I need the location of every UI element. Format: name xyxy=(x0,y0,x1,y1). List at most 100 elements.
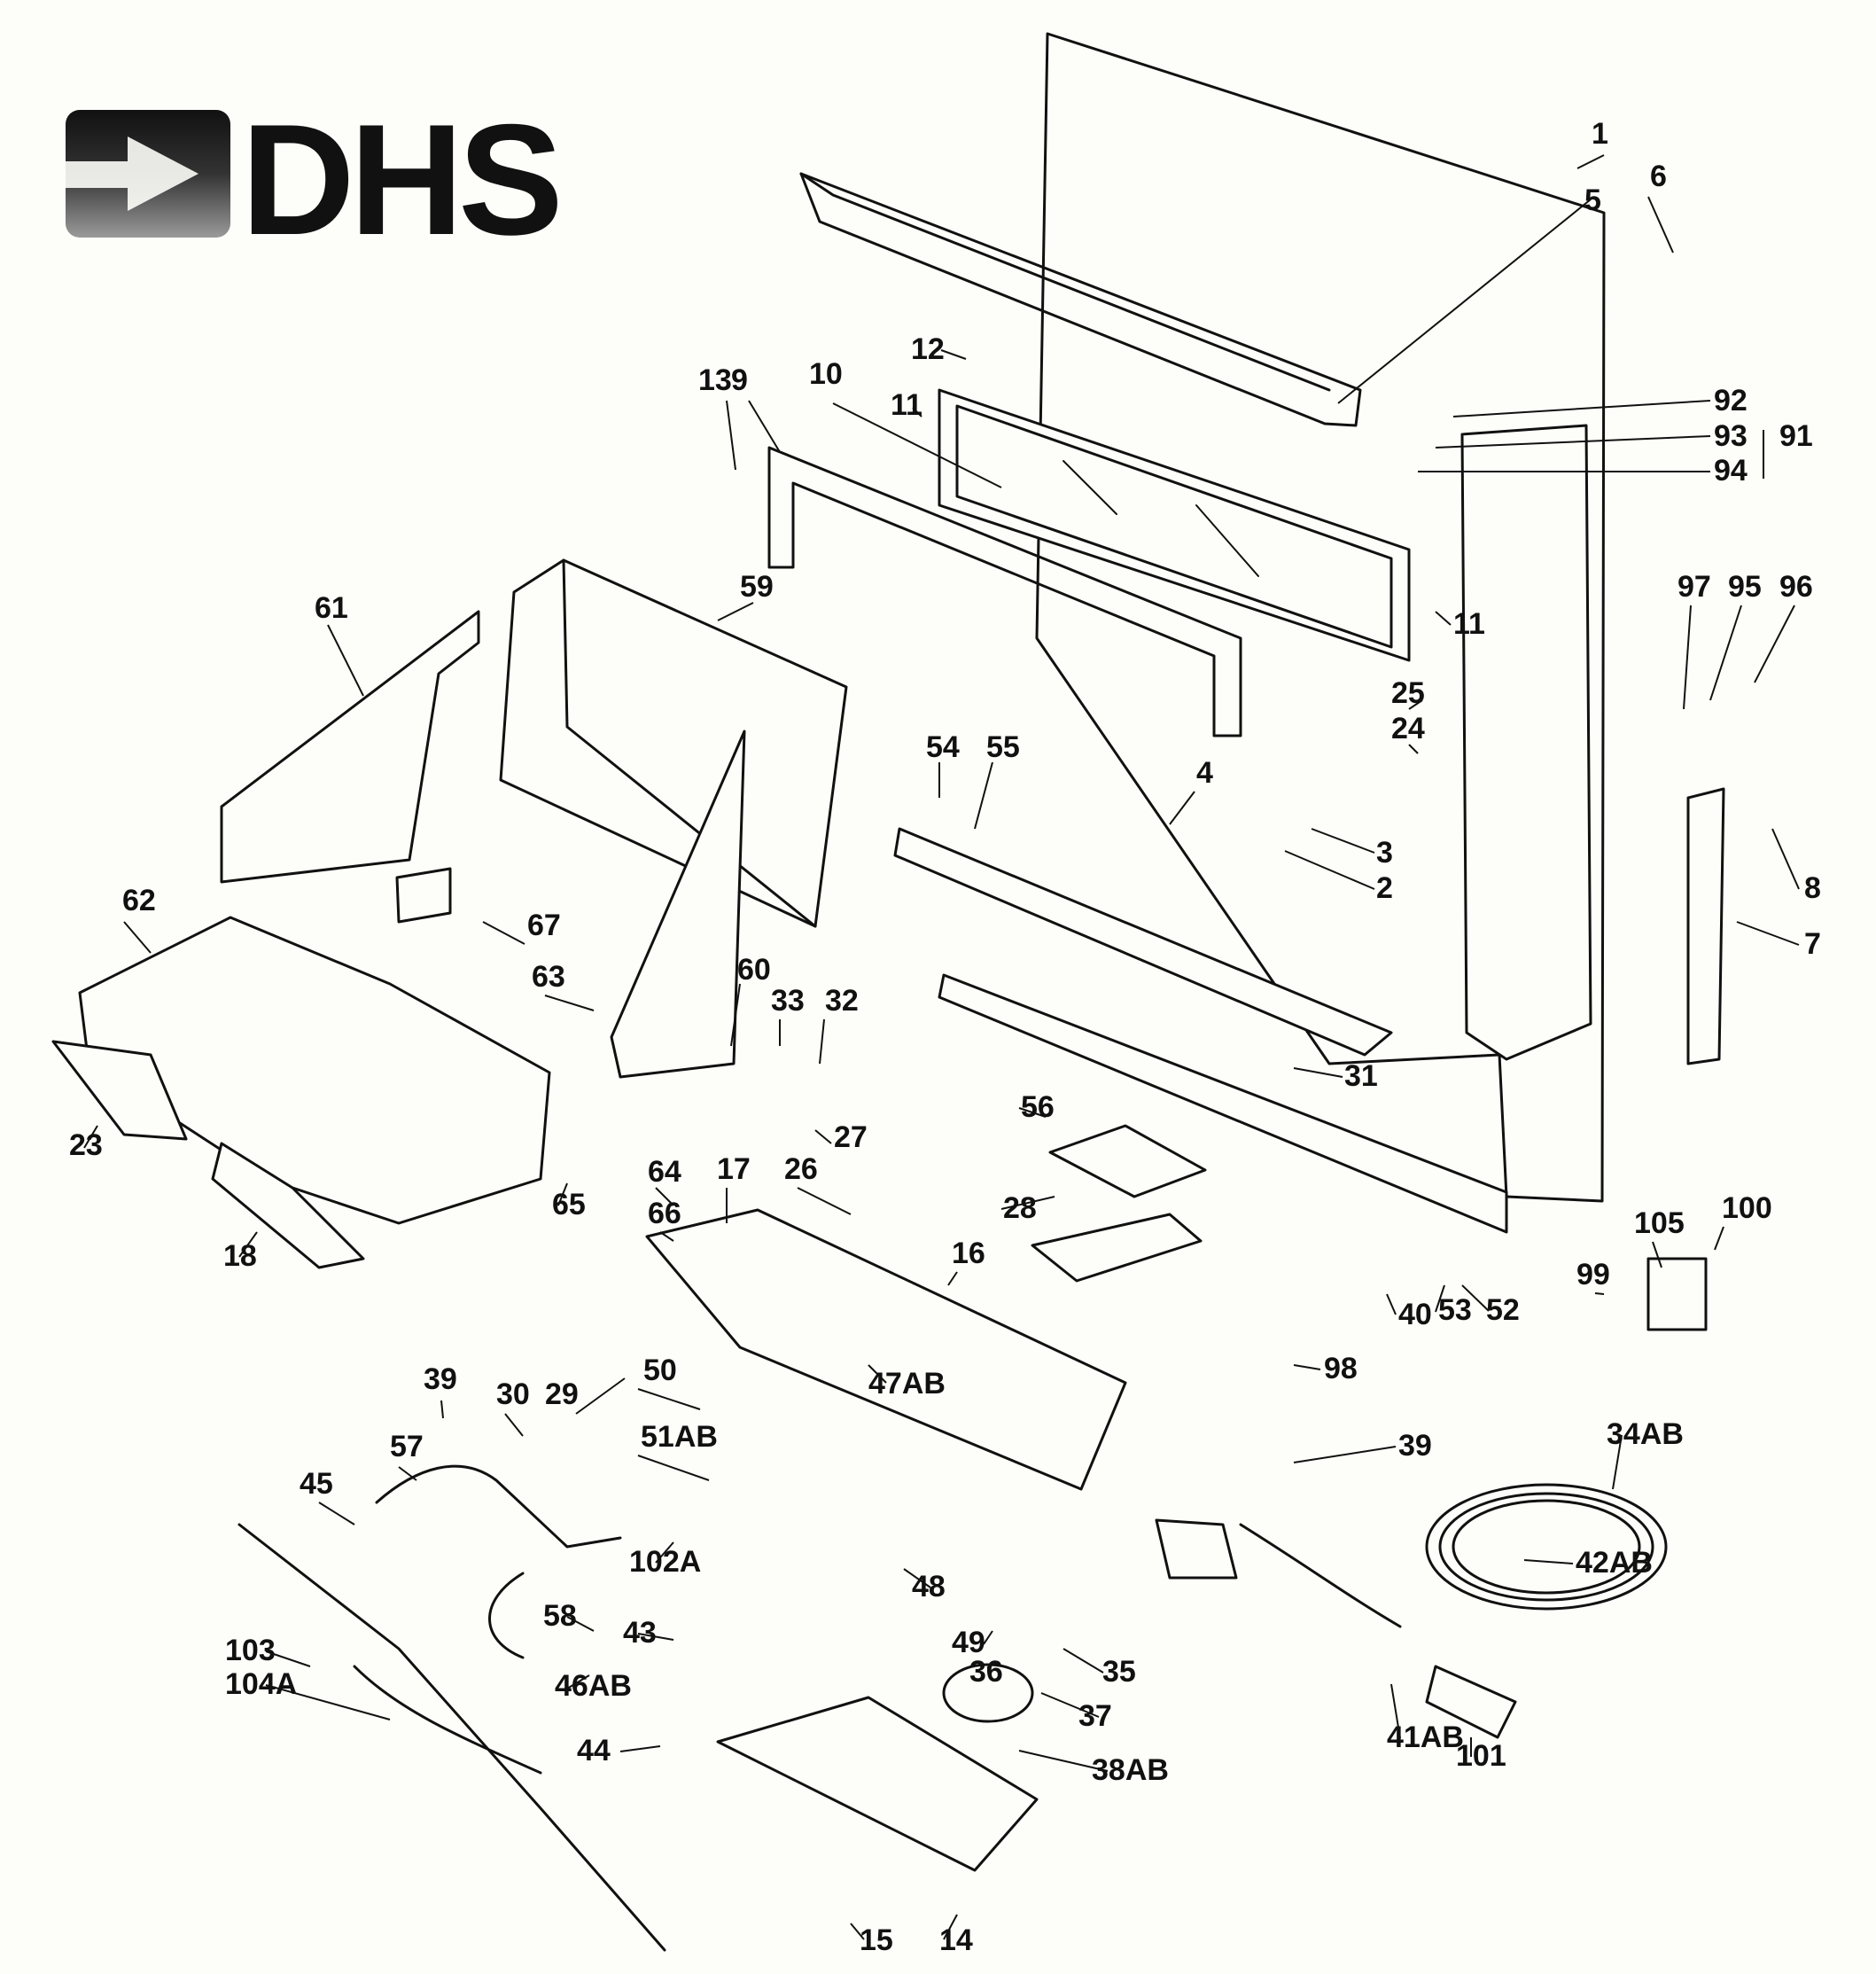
part-callout: 59 xyxy=(740,570,774,604)
leader-line xyxy=(544,995,595,1011)
leader-line xyxy=(1576,154,1605,169)
part-callout: 56 xyxy=(1021,1090,1055,1124)
leader-line xyxy=(1169,791,1195,825)
leader-line xyxy=(1435,435,1711,449)
part-callout: 32 xyxy=(825,984,859,1018)
part-callout: 26 xyxy=(784,1152,818,1186)
leader-line xyxy=(1652,1241,1662,1268)
part-callout: 99 xyxy=(1576,1258,1610,1291)
part-callout: 7 xyxy=(1804,927,1821,961)
leader-line xyxy=(1452,400,1711,417)
arrow-right-icon: DHS xyxy=(66,91,564,268)
part-callout: 4 xyxy=(1196,756,1213,790)
leader-line xyxy=(1771,828,1800,890)
part-callout: 60 xyxy=(737,953,771,987)
leader-line xyxy=(655,1541,674,1564)
leader-line xyxy=(504,1413,524,1437)
leader-line xyxy=(1714,1226,1724,1251)
part-callout: 104A xyxy=(225,1667,297,1701)
leader-line xyxy=(265,1684,391,1720)
leader-line xyxy=(318,1502,355,1525)
part-callout: 67 xyxy=(527,909,561,942)
part-callout: 44 xyxy=(577,1734,611,1767)
part-callout: 48 xyxy=(912,1570,946,1603)
leader-line xyxy=(814,1129,832,1144)
leader-line xyxy=(637,1633,674,1641)
part-callout: 49 xyxy=(952,1626,985,1659)
leader-line xyxy=(1390,1683,1401,1739)
leader-line xyxy=(748,400,781,453)
part-callout: 63 xyxy=(532,960,565,994)
leader-line xyxy=(637,1388,701,1410)
brand-name: DHS xyxy=(241,108,558,241)
part-callout: 2 xyxy=(1376,871,1393,905)
part-callout: 10 xyxy=(809,357,843,391)
part-callout: 24 xyxy=(1391,712,1425,745)
part-callout: 34AB xyxy=(1607,1417,1684,1451)
part-callout: 96 xyxy=(1779,570,1813,604)
part-callout: 61 xyxy=(315,591,348,625)
part-callout: 43 xyxy=(623,1616,657,1650)
leader-line xyxy=(1647,196,1674,254)
leader-line xyxy=(1018,1107,1047,1118)
part-callout: 11 xyxy=(891,388,922,422)
part-callout: 1 xyxy=(1592,117,1608,151)
leader-line xyxy=(947,1271,958,1286)
leader-line xyxy=(974,761,993,830)
leader-line xyxy=(717,602,754,621)
leader-line xyxy=(637,1455,710,1481)
part-callout: 65 xyxy=(552,1188,586,1221)
part-callout: 47AB xyxy=(868,1367,946,1401)
part-callout: 98 xyxy=(1324,1352,1358,1385)
leader-line xyxy=(730,983,741,1047)
leader-line xyxy=(1736,921,1800,946)
leader-line xyxy=(832,402,1002,488)
part-callout: 37 xyxy=(1078,1699,1112,1733)
leader-line xyxy=(1408,699,1423,710)
part-callout: 62 xyxy=(122,884,156,917)
leader-line xyxy=(1000,1196,1055,1210)
leader-line xyxy=(1284,850,1375,890)
leader-line xyxy=(398,1466,417,1481)
part-callout: 45 xyxy=(300,1467,333,1501)
part-callout: 40 xyxy=(1398,1298,1432,1331)
part-callout: 13 xyxy=(698,363,732,397)
leader-line xyxy=(940,349,967,360)
part-callout: 54 xyxy=(926,730,960,764)
part-callout: 23 xyxy=(69,1128,103,1162)
part-callout: 16 xyxy=(952,1237,985,1270)
part-callout: 58 xyxy=(543,1599,577,1633)
leader-line xyxy=(797,1187,852,1215)
part-callout: 15 xyxy=(860,1923,893,1957)
part-callout: 39 xyxy=(1398,1429,1432,1463)
leader-line xyxy=(1293,1364,1321,1370)
part-callout: 17 xyxy=(717,1152,751,1186)
leader-line xyxy=(726,400,736,471)
leader-line xyxy=(1523,1559,1574,1564)
leader-line xyxy=(903,1568,931,1588)
part-callout: 41AB xyxy=(1387,1720,1464,1754)
leader-line xyxy=(1461,1284,1490,1312)
part-callout: 31 xyxy=(1344,1059,1378,1093)
part-callout: 55 xyxy=(986,730,1020,764)
leader-line xyxy=(265,1650,311,1667)
leader-line xyxy=(1683,605,1692,710)
leader-line xyxy=(1594,1292,1605,1295)
part-callout: 6 xyxy=(1650,160,1667,193)
leader-line xyxy=(655,1187,674,1206)
part-callout: 105 xyxy=(1634,1206,1685,1240)
part-callout: 27 xyxy=(834,1120,868,1154)
part-callout: 93 xyxy=(1714,419,1748,453)
part-callout: 42AB xyxy=(1576,1546,1653,1580)
leader-line xyxy=(819,1018,825,1065)
part-callout: 14 xyxy=(939,1923,973,1957)
leader-line xyxy=(575,1377,626,1415)
part-callout: 91 xyxy=(1779,419,1813,453)
part-callout: 92 xyxy=(1714,384,1748,417)
leader-line xyxy=(327,624,364,697)
leader-line xyxy=(1293,1067,1343,1078)
part-callout: 5 xyxy=(1584,183,1601,217)
leader-line xyxy=(440,1400,444,1419)
